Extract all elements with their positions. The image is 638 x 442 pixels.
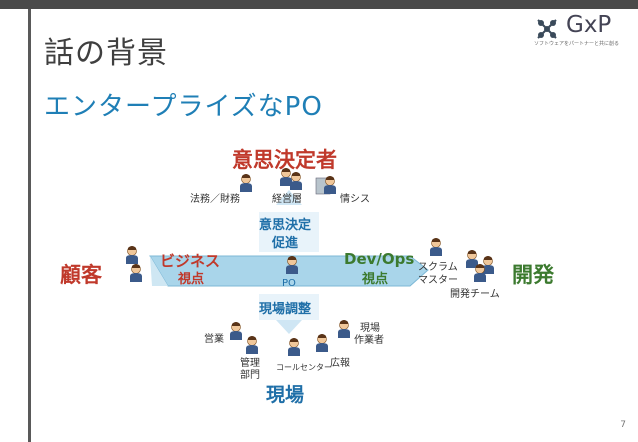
- admin-label-2: 部門: [240, 370, 260, 381]
- po-band-left-tip: [150, 256, 168, 286]
- decision-maker-label: 意思決定者: [232, 148, 337, 172]
- decision-arrow-label-1: 意思決定: [259, 218, 312, 233]
- field-arrow-shaft: [259, 294, 319, 320]
- logo-text: GxP: [566, 12, 612, 38]
- page-number: 7: [620, 420, 626, 430]
- scrum-master-label-2: マスター: [418, 275, 458, 286]
- customer-label: 顧客: [60, 263, 102, 287]
- worker-label-2: 作業者: [354, 335, 384, 346]
- scrum-master-label-1: スクラム: [418, 262, 458, 273]
- it-dept-label: 情シス: [340, 194, 370, 205]
- logo-tagline: ソフトウェアをパートナーと共に創る: [534, 41, 620, 47]
- logo-mark-icon: [537, 19, 557, 39]
- devops-view-label-2: 視点: [362, 272, 389, 287]
- left-rule: [28, 9, 31, 442]
- legal-finance-label: 法務／財務: [190, 194, 240, 205]
- business-view-label-1: ビジネス: [160, 252, 221, 270]
- executives-label: 経営層: [272, 194, 302, 205]
- po-label: PO: [282, 278, 296, 289]
- dev-team-label: 開発チーム: [450, 289, 500, 300]
- admin-label-1: 管理: [240, 358, 260, 369]
- devops-view-label-1: Dev/Ops: [344, 250, 415, 268]
- field-label: 現場: [266, 384, 305, 406]
- sales-label: 営業: [204, 334, 224, 345]
- decision-arrow-label-2: 促進: [272, 236, 299, 251]
- business-view-label-2: 視点: [178, 272, 205, 287]
- gxp-logo: GxP ソフトウェアをパートナーと共に創る: [532, 12, 628, 50]
- pr-label: 広報: [330, 358, 350, 369]
- call-center-label: コールセンター: [276, 363, 332, 372]
- slide-subtitle: エンタープライズなPO: [44, 92, 323, 122]
- slide-title: 話の背景: [44, 36, 168, 71]
- decision-arrow-head: [276, 190, 302, 205]
- field-adjust-label: 現場調整: [259, 302, 312, 317]
- decision-arrow-shaft: [259, 212, 319, 252]
- development-label: 開発: [512, 263, 554, 287]
- top-bar: [0, 0, 638, 9]
- field-arrow-head: [276, 320, 302, 334]
- worker-label-1: 現場: [360, 323, 380, 334]
